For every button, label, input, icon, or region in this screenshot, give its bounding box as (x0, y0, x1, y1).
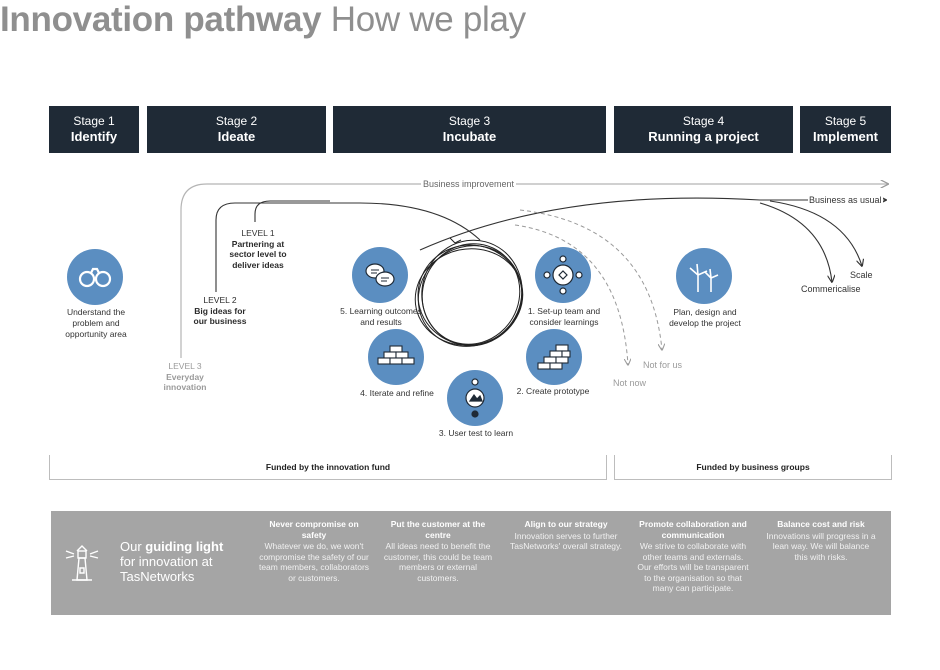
identify-label: Understand the problem and opportunity a… (65, 307, 127, 339)
user-test-icon (447, 370, 503, 426)
business-groups-bracket: Funded by business groups (614, 455, 892, 480)
level-2-path (215, 202, 481, 292)
scale-path (769, 200, 862, 266)
scale-label: Scale (850, 270, 873, 280)
level-1-path (254, 200, 330, 222)
not-for-us-path (519, 209, 662, 350)
incubate-loop (414, 237, 524, 347)
prototype-blocks-icon (526, 329, 582, 385)
innovation-fund-bracket: Funded by the innovation fund (49, 455, 607, 480)
speech-bubbles-icon (352, 247, 408, 303)
guiding-light-panel (51, 511, 891, 615)
lighthouse-icon (64, 542, 100, 589)
commercialise-path (759, 202, 832, 282)
not-now-path (514, 224, 628, 365)
cycle-step-4: 4. Iterate and refine (360, 388, 434, 398)
not-for-us-label: Not for us (643, 360, 683, 370)
business-improvement-label: Business improvement (421, 179, 517, 189)
business-improvement-path (180, 184, 888, 358)
cycle-step-2: 2. Create prototype (516, 386, 590, 396)
binoculars-icon (67, 249, 123, 305)
iterate-blocks-icon (368, 329, 424, 385)
project-label: Plan, design and develop the project (669, 307, 741, 328)
cycle-step-1: 1. Set-up team and consider learnings (527, 306, 601, 327)
business-as-usual-path (419, 198, 886, 251)
wind-turbine-icon (676, 248, 732, 304)
cycle-step-3: 3. User test to learn (438, 428, 514, 438)
business-as-usual-label: Business as usual (808, 195, 883, 205)
cycle-step-5: 5. Learning outcomes and results (340, 306, 422, 327)
setup-team-icon (535, 247, 591, 303)
commercialise-label: Commericalise (801, 284, 861, 294)
page-title: Innovation pathway How we play (0, 0, 526, 39)
not-now-label: Not now (613, 378, 647, 388)
